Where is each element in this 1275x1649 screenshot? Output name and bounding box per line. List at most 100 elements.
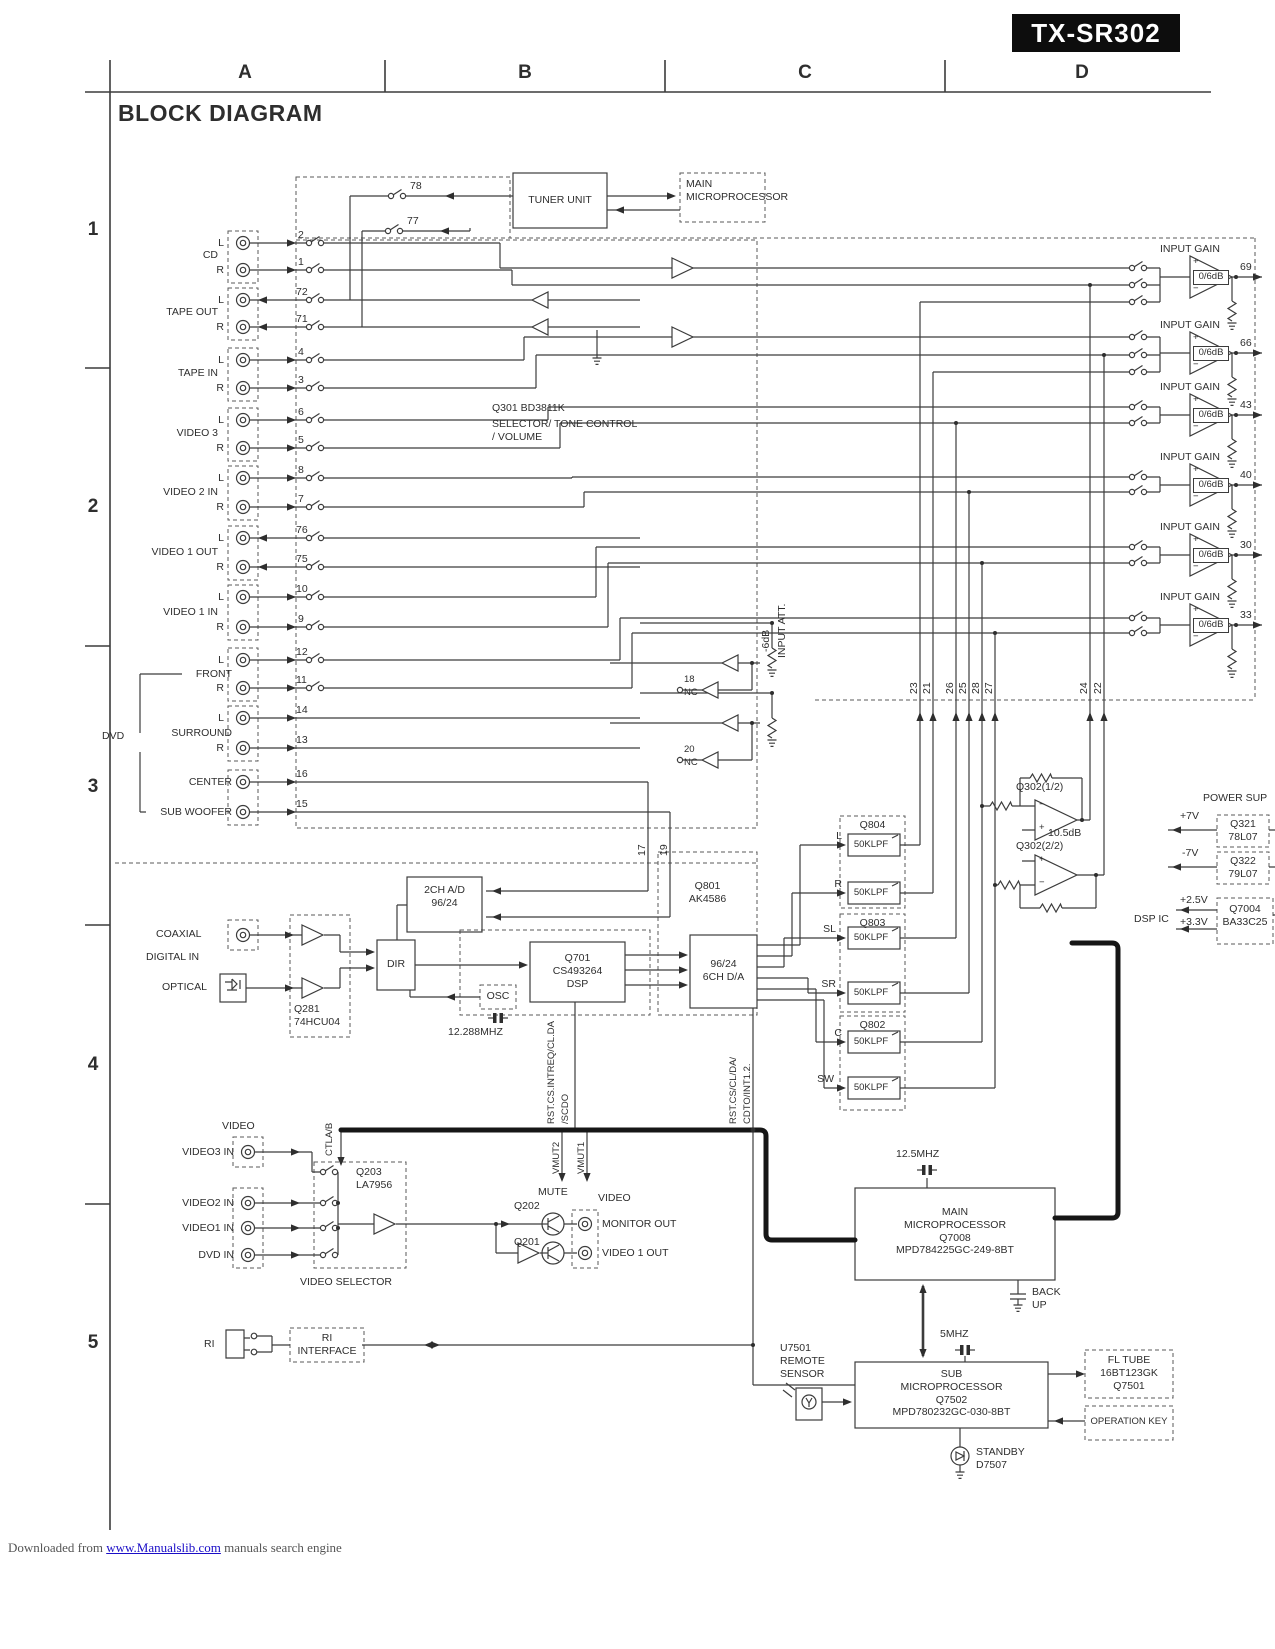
gain-out-pin: 30 [1240,539,1252,551]
dvd-in-label: DVD IN [198,1249,234,1261]
opamp-plus: + [1039,822,1045,833]
video3-in-label: VIDEO3 IN [182,1146,234,1158]
power-supply-title: POWER SUP [1203,792,1268,804]
rail-minus7: -7V [1182,847,1199,859]
input-label-cd: CD [202,249,218,261]
pin: 4 [298,346,304,358]
ch-letter: L [218,472,224,484]
bus-pin: 25 [957,682,969,694]
sub-micro-box: SUB MICROPROCESSOR Q7502 MPD780232GC-030… [892,1368,1011,1419]
rail-3v3: +3.3V [1180,916,1208,928]
input-label-video3: VIDEO 3 [176,427,218,439]
bus-pin: 17 [636,844,648,856]
video1-out-label: VIDEO 1 OUT [602,1247,669,1259]
osc-frequency: 12.288MHZ [448,1026,503,1038]
ch-letter: L [218,354,224,366]
rail-2v5: +2.5V [1180,894,1208,906]
ch-letter: R [216,442,224,454]
sub-xtal-freq: 5MHZ [940,1328,969,1340]
ch-letter: R [216,682,224,694]
input-gain-title: INPUT GAIN [1160,451,1220,463]
component-boxes [219,172,1056,1466]
q202-label: Q202 [514,1200,540,1212]
input-label-front: FRONT [195,668,232,680]
monitor-out-label: MONITOR OUT [602,1218,677,1230]
manualslib-link[interactable]: www.Manualslib.com [106,1540,221,1555]
q201-label: Q201 [514,1236,540,1248]
ri-label: RI [204,1338,215,1350]
opamp-plus: + [1193,464,1199,475]
selector-part: Q301 BD3811K [492,402,565,414]
input-gain-title: INPUT GAIN [1160,381,1220,393]
lpf-box: 50KLPF [853,1036,889,1047]
q281-part: Q281 74HCU04 [294,1003,341,1028]
input-label-video2-in: VIDEO 2 IN [163,486,218,498]
gain-value: 0/6dB [1193,478,1229,493]
signal-wires [139,195,1275,1472]
junction-dots [336,275,1238,1347]
fl-tube-box: FL TUBE 16BT123GK Q7501 [1100,1354,1158,1392]
opamp-minus: − [1193,561,1199,572]
main-micro-ref: MAIN MICROPROCESSOR [686,178,789,203]
gain-value: 0/6dB [1193,346,1229,361]
pin: 10 [296,583,308,595]
bus-pin: 27 [983,682,995,694]
page-title: BLOCK DIAGRAM [118,100,323,126]
grid-row-2: 2 [87,496,99,517]
pin: 75 [296,553,308,565]
pin: 8 [298,464,304,476]
pin: 11 [296,674,307,686]
sig-vmut2: VMUT2 [551,1141,562,1174]
grid-row-4: 4 [87,1054,99,1075]
gain-value: 0/6dB [1193,408,1229,423]
pin: 15 [296,798,308,810]
buffers-and-devices [301,257,976,1356]
gain-out-pin: 33 [1240,609,1252,621]
opamp-plus: + [1193,534,1199,545]
ch-letter: R [216,321,224,333]
footer-note: Downloaded from www.Manualslib.com manua… [8,1540,342,1556]
q302-gain: 10.5dB [1048,827,1082,839]
grid-row-5: 5 [87,1332,99,1353]
input-label-tape-out: TAPE OUT [166,306,218,318]
tuner-unit-box: TUNER UNIT [528,194,592,206]
bus-pin: 19 [658,844,670,856]
ch-letter: R [216,264,224,276]
pin: 14 [296,704,308,716]
dashed-regions [115,172,1274,1441]
osc-box: OSC [486,990,510,1002]
pin: 2 [298,229,304,241]
gain-out-pin: 40 [1240,469,1252,481]
ri-interface-box: RI INTERFACE [297,1332,357,1357]
video2-in-label: VIDEO2 IN [182,1197,234,1209]
q302-2-label: Q302(2/2) [1016,840,1064,852]
nc-pin-18: 18 [684,674,695,685]
q803-label: Q803 [859,917,886,929]
opamp-minus: − [1193,283,1199,294]
dac-box: 96/24 6CH D/A [702,958,745,983]
ch-letter: R [216,561,224,573]
main-micro-box: MAIN MICROPROCESSOR Q7008 MPD784225GC-24… [896,1206,1014,1257]
video-selector-caption: VIDEO SELECTOR [300,1276,392,1288]
grid-row-1: 1 [87,219,99,240]
ch-letter: L [218,532,224,544]
pin: 7 [298,493,304,505]
pin: 6 [298,406,304,418]
video-out-title: VIDEO [598,1192,631,1204]
grid-col-b: B [518,62,532,83]
input-gain-title: INPUT GAIN [1160,243,1220,255]
pin: 76 [296,524,308,536]
ch-letter: R [216,742,224,754]
gain-out-pin: 69 [1240,261,1252,273]
opamp-minus: − [1039,877,1045,888]
bus-pin: 23 [908,682,920,694]
lpf-box: 50KLPF [853,932,889,943]
lpf-ch: L [836,830,842,842]
grid-col-d: D [1075,62,1089,83]
digital-in-label: DIGITAL IN [146,951,200,963]
bus-pin: 26 [944,682,956,694]
sig-rst-cs: RST.CS/CL/DA/ [728,1056,739,1124]
input-gain-title: INPUT GAIN [1160,319,1220,331]
